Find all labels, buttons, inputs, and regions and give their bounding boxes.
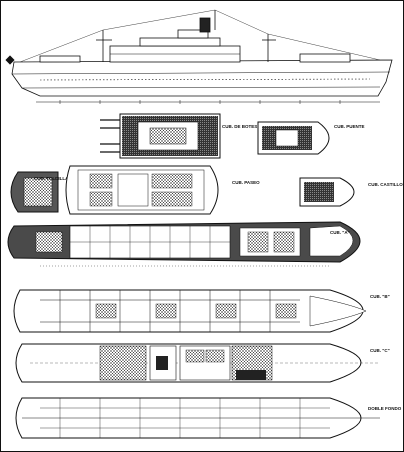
plan-cub-paseo: CUB. PASEO xyxy=(65,165,260,215)
plan-cub-botes: CUB. DE BOTES xyxy=(100,113,257,159)
label-doble-fondo: DOBLE FONDO xyxy=(368,406,402,411)
plan-cub-a: CUB. "A" xyxy=(7,221,361,267)
plan-cub-toldilla: CUB. TOLDILLA xyxy=(10,171,69,213)
label-cub-b: CUB. "B" xyxy=(370,294,390,299)
plan-cub-castillo: CUB. CASTILLO xyxy=(299,177,403,207)
hull-profile xyxy=(11,59,393,97)
plan-cub-puente: CUB. PUENTE xyxy=(257,121,365,155)
label-cub-paseo: CUB. PASEO xyxy=(232,180,260,185)
plan-doble-fondo: DOBLE FONDO xyxy=(15,397,402,439)
side-elevation xyxy=(5,9,393,104)
funnel xyxy=(199,17,211,33)
label-cub-botes: CUB. DE BOTES xyxy=(222,124,257,129)
plan-cub-c: CUB. "C" xyxy=(15,343,390,383)
label-cub-castillo: CUB. CASTILLO xyxy=(368,182,403,187)
plan-cub-b: CUB. "B" xyxy=(13,289,390,333)
label-cub-c: CUB. "C" xyxy=(370,348,390,353)
label-cub-puente: CUB. PUENTE xyxy=(334,124,365,129)
label-cub-toldilla: CUB. TOLDILLA xyxy=(34,176,69,181)
label-cub-a: CUB. "A" xyxy=(330,230,350,235)
